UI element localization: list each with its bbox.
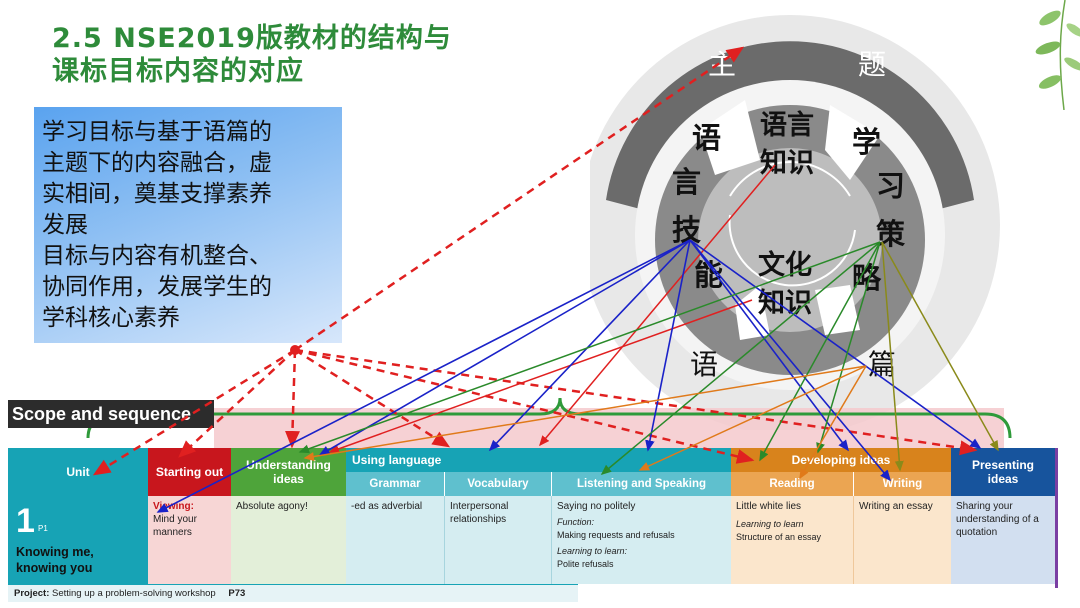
theme-char-2: 题 — [858, 48, 886, 81]
header-starting-out: Starting out — [148, 448, 231, 496]
starting-out-text: Mind your manners — [153, 514, 197, 538]
culture-knowledge-line-1: 文化 — [758, 249, 812, 281]
purple-strip — [1055, 448, 1058, 588]
language-knowledge-line-1: 语言 — [760, 110, 814, 141]
project-text: Setting up a problem-solving workshop — [52, 588, 216, 599]
scope-sequence-label: Scope and sequence — [8, 400, 214, 428]
grammar-text: -ed as adverbial — [351, 501, 423, 512]
vocabulary-cell: Interpersonal relationships — [444, 496, 551, 584]
theme-char-1: 主 — [708, 48, 736, 81]
starting-out-label: Viewing: — [153, 501, 194, 512]
reading-learn-label: Learning to learn — [736, 519, 804, 529]
project-page: P73 — [228, 588, 246, 599]
strategy-char-4: 略 — [852, 261, 882, 295]
summary-box: 学习目标与基于语篇的 主题下的内容融合，虚 实相间，奠基支撑素养 发展 目标与内… — [34, 107, 342, 343]
header-unit: Unit — [8, 448, 148, 496]
discourse-char-2: 篇 — [868, 348, 896, 381]
presenting-cell: Sharing your understanding of a quotatio… — [951, 496, 1055, 584]
unit-page: P1 — [38, 524, 48, 533]
culture-knowledge-line-2: 知识 — [758, 288, 812, 319]
header-using-language: Using language — [346, 448, 731, 472]
listening-function-label: Function: — [557, 517, 595, 527]
unit-title: Knowing me, knowing you — [16, 545, 94, 575]
header-vocabulary: Vocabulary — [444, 472, 551, 496]
skills-char-3: 技 — [672, 213, 701, 247]
header-writing: Writing — [853, 472, 951, 496]
project-label: Project: — [14, 588, 50, 599]
unit-cell: 1 P1 Knowing me, knowing you — [8, 496, 148, 584]
grammar-cell: -ed as adverbial — [346, 496, 444, 584]
listening-cell: Saying no politely Function: Making requ… — [551, 496, 731, 584]
curriculum-circle-diagram: 主 题 语 言 技 能 学 习 策 略 语言 知识 文化 知识 语 篇 — [590, 15, 1000, 430]
skills-char-4: 能 — [694, 258, 723, 292]
strategy-char-3: 策 — [876, 217, 906, 251]
header-grammar: Grammar — [346, 472, 444, 496]
header-developing: Developing ideas — [731, 448, 951, 472]
strategy-char-1: 学 — [852, 125, 881, 159]
language-knowledge-line-2: 知识 — [760, 148, 814, 179]
unit-number: 1 — [16, 502, 35, 540]
listening-function: Making requests and refusals — [557, 530, 675, 540]
project-row: Project: Setting up a problem-solving wo… — [8, 584, 578, 602]
understanding-cell: Absolute agony! — [231, 496, 346, 584]
strategy-char-2: 习 — [876, 169, 905, 203]
header-understanding: Understanding ideas — [231, 448, 346, 496]
header-reading: Reading — [731, 472, 853, 496]
leaf-decoration-icon — [1035, 0, 1080, 110]
page-title: 2.5 NSE2019版教材的结构与 课标目标内容的对应 — [52, 23, 452, 87]
green-bracket — [86, 397, 1012, 439]
listening-learn: Polite refusals — [557, 559, 614, 569]
header-presenting: Presenting ideas — [951, 448, 1055, 496]
reading-cell: Little white lies Learning to learn Stru… — [731, 496, 853, 584]
listening-main: Saying no politely — [557, 501, 636, 512]
writing-cell: Writing an essay — [853, 496, 951, 584]
listening-learn-label: Learning to learn: — [557, 546, 628, 556]
skills-char-2: 言 — [672, 165, 701, 199]
skills-char-1: 语 — [692, 121, 721, 155]
summary-text: 学习目标与基于语篇的 主题下的内容融合，虚 实相间，奠基支撑素养 发展 目标与内… — [42, 119, 272, 331]
reading-learn: Structure of an essay — [736, 532, 822, 542]
header-listening: Listening and Speaking — [551, 472, 731, 496]
reading-main: Little white lies — [736, 501, 802, 512]
discourse-char-1: 语 — [690, 348, 718, 381]
scope-table: Unit Starting out Understanding ideas Us… — [8, 448, 1058, 608]
starting-out-cell: Viewing: Mind your manners — [148, 496, 231, 584]
